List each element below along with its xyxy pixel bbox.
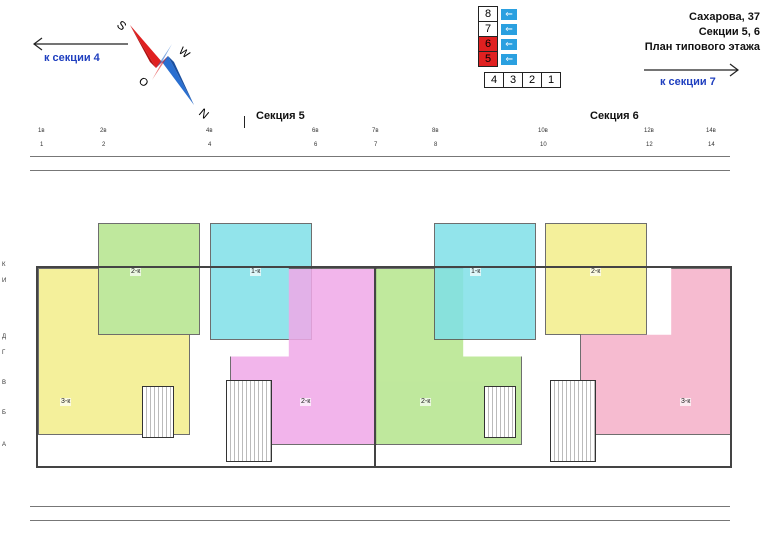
axis-top-num-12: 12	[646, 142, 653, 148]
compass-icon: S W N O	[114, 18, 212, 120]
svg-text:O: O	[136, 75, 151, 90]
title-block: Сахарова, 37 Секции 5, 6 План типового э…	[645, 10, 760, 55]
axis-left-k: К	[2, 262, 6, 268]
svg-text:N: N	[196, 106, 212, 120]
unit-label: 2-к	[130, 268, 142, 276]
arrow-left-icon	[33, 37, 128, 51]
section-selector: 4 3 2 1	[484, 72, 561, 88]
floor-5[interactable]: 5	[478, 51, 498, 67]
title-address: Сахарова, 37	[689, 11, 760, 23]
floor-plan: 1в 2в 4в 6в 7в 8в 10в 12в 14в 1 2 4 6 7 …	[0, 128, 770, 545]
section-1[interactable]: 1	[541, 72, 561, 88]
dimension-line	[30, 506, 730, 507]
elevator-left	[142, 386, 174, 438]
section-3[interactable]: 3	[503, 72, 523, 88]
section-5-label: Секция 5	[256, 110, 305, 122]
floor-selector: 8⇐ 7⇐ 6⇐ 5⇐	[478, 6, 521, 67]
axis-top-7: 7в	[372, 128, 379, 134]
unit-label: 2-к	[300, 398, 312, 406]
axis-top-4: 4в	[206, 128, 213, 134]
dimension-line	[30, 156, 730, 157]
axis-left-g: Г	[2, 350, 6, 356]
axis-left-b: Б	[2, 410, 6, 416]
unit-label: 1-к	[470, 268, 482, 276]
section-2[interactable]: 2	[522, 72, 542, 88]
title-plan: План типового этажа	[644, 41, 760, 53]
section-divider-mark	[244, 116, 245, 128]
arrow-left-icon[interactable]: ⇐	[501, 39, 517, 50]
section-4[interactable]: 4	[484, 72, 504, 88]
wall-section-divider	[374, 266, 376, 468]
unit-green-left[interactable]	[98, 223, 200, 335]
nav-link-section-7[interactable]: к секции 7	[660, 76, 716, 88]
unit-cyan-right[interactable]	[434, 223, 536, 340]
stairwell-left	[226, 380, 272, 462]
axis-top-num-7: 7	[374, 142, 378, 148]
axis-top-num-8: 8	[434, 142, 438, 148]
floor-6[interactable]: 6	[478, 36, 498, 52]
axis-top-10: 10в	[538, 128, 548, 134]
arrow-left-icon[interactable]: ⇐	[501, 54, 518, 65]
elevator-right	[484, 386, 516, 438]
wall-outer-top	[36, 266, 732, 268]
nav-link-section-4[interactable]: к секции 4	[44, 52, 100, 64]
axis-left-i: И	[2, 278, 7, 284]
section-6-label: Секция 6	[590, 110, 639, 122]
unit-label: 2-к	[420, 398, 432, 406]
title-sections: Секции 5, 6	[698, 26, 760, 38]
wall-outer-right	[730, 266, 732, 468]
dimension-line	[30, 520, 730, 521]
unit-yellow-right[interactable]	[545, 223, 647, 335]
arrow-left-icon[interactable]: ⇐	[501, 9, 517, 20]
unit-label: 3-к	[60, 398, 72, 406]
axis-top-6: 6в	[312, 128, 319, 134]
arrow-left-icon[interactable]: ⇐	[501, 24, 517, 35]
stairwell-right	[550, 380, 596, 462]
floor-8[interactable]: 8	[478, 6, 498, 22]
unit-label: 3-к	[680, 398, 692, 406]
axis-left-d: Д	[2, 334, 7, 340]
axis-top-num-4: 4	[208, 142, 212, 148]
axis-top-1: 1в	[38, 128, 45, 134]
dimension-line	[30, 170, 730, 171]
axis-left-a: А	[2, 442, 7, 448]
axis-top-num-2: 2	[102, 142, 106, 148]
wall-outer-bottom	[36, 466, 732, 468]
floor-7[interactable]: 7	[478, 21, 498, 37]
svg-text:W: W	[176, 45, 192, 61]
axis-top-num-1: 1	[40, 142, 44, 148]
axis-top-8: 8в	[432, 128, 439, 134]
axis-top-num-14: 14	[708, 142, 715, 148]
axis-top-14: 14в	[706, 128, 716, 134]
unit-label: 2-к	[590, 268, 602, 276]
unit-label: 1-к	[250, 268, 262, 276]
wall-outer-left	[36, 266, 38, 468]
axis-top-2: 2в	[100, 128, 107, 134]
svg-text:S: S	[114, 18, 129, 34]
arrow-right-icon	[644, 63, 739, 77]
axis-top-12: 12в	[644, 128, 654, 134]
axis-top-num-10: 10	[540, 142, 547, 148]
axis-left-v: В	[2, 380, 7, 386]
axis-top-num-6: 6	[314, 142, 318, 148]
